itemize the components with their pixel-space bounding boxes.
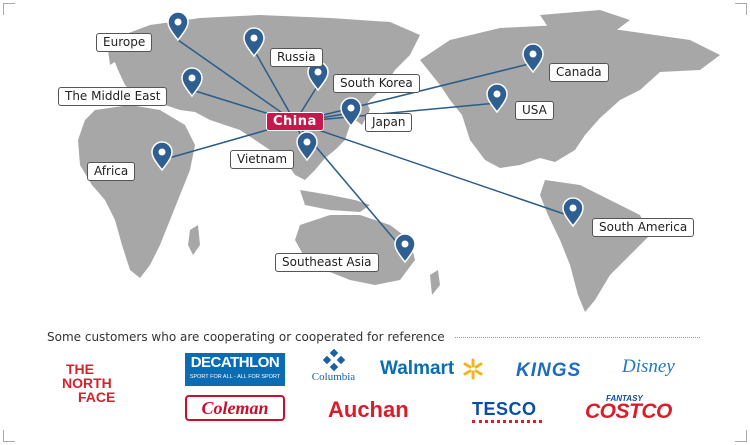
madagascar [188, 225, 200, 255]
north-face-logo: THE NORTH FACE [62, 362, 154, 404]
decathlon-wordmark: DECATHLON [190, 354, 280, 371]
caption-divider [455, 337, 700, 338]
label-vietnam: Vietnam [230, 150, 295, 169]
pin-vietnam-icon [296, 131, 318, 162]
kings-logo: KINGS [516, 360, 582, 381]
label-europe: Europe [96, 33, 153, 52]
columbia-diamond-icon [322, 349, 345, 371]
pins [151, 11, 584, 264]
pin-south-america-icon [562, 197, 584, 228]
new-zealand [430, 270, 440, 295]
decathlon-tagline: SPORT FOR ALL - ALL FOR SPORT [189, 374, 281, 380]
label-south-america: South America [592, 218, 695, 237]
corner-mark [735, 430, 747, 442]
pin-russia-icon [243, 27, 265, 58]
walmart-spark-icon [463, 358, 483, 380]
columbia-logo: Columbia [306, 349, 361, 383]
hub-label-china: China [266, 112, 324, 131]
land-masses [78, 10, 720, 312]
label-africa: Africa [87, 162, 136, 181]
route-europe [177, 39, 296, 123]
disney-logo: Disney [622, 356, 675, 377]
north-face-line: FACE [78, 389, 116, 405]
coleman-logo: Coleman [185, 395, 285, 421]
label-canada: Canada [549, 63, 609, 82]
label-south-korea: South Korea [333, 74, 420, 93]
north-america [420, 25, 720, 168]
label-japan: Japan [365, 113, 413, 132]
greenland [540, 10, 630, 40]
south-america [540, 180, 650, 312]
north-face-line: THE [66, 361, 94, 377]
auchan-logo: Auchan [328, 397, 409, 422]
north-face-line: NORTH [62, 375, 112, 391]
pin-middle-east-icon [181, 67, 203, 98]
pin-europe-icon [167, 11, 189, 42]
tesco-logo: TESCO [472, 399, 537, 419]
pin-africa-icon [151, 141, 173, 172]
route-usa [294, 102, 498, 123]
costco-logo: COSTCO [585, 400, 672, 423]
sea-islands [300, 190, 370, 212]
corner-mark [3, 430, 15, 442]
route-south-america [294, 121, 574, 218]
pin-southeast-asia-icon [394, 233, 416, 264]
africa [78, 105, 195, 278]
pin-holes [158, 18, 577, 248]
walmart-wordmark: Walmart [380, 358, 455, 380]
corner-mark [735, 3, 747, 15]
customers-caption: Some customers who are cooperating or co… [47, 330, 445, 344]
corner-mark [3, 3, 15, 15]
costco-fantasy-text: FANTASY [606, 394, 643, 403]
route-russia [253, 49, 296, 123]
pin-japan-icon [340, 97, 362, 128]
label-southeast-asia: Southeast Asia [275, 253, 379, 272]
tesco-underline [472, 420, 542, 423]
decathlon-logo: DECATHLON SPORT FOR ALL - ALL FOR SPORT [185, 353, 285, 386]
pin-canada-icon [522, 43, 544, 74]
walmart-logo: Walmart [380, 358, 484, 380]
label-usa: USA [515, 101, 554, 120]
label-russia: Russia [270, 48, 323, 67]
label-middle-east: The Middle East [58, 87, 168, 106]
pin-usa-icon [486, 83, 508, 114]
columbia-wordmark: Columbia [311, 371, 356, 383]
